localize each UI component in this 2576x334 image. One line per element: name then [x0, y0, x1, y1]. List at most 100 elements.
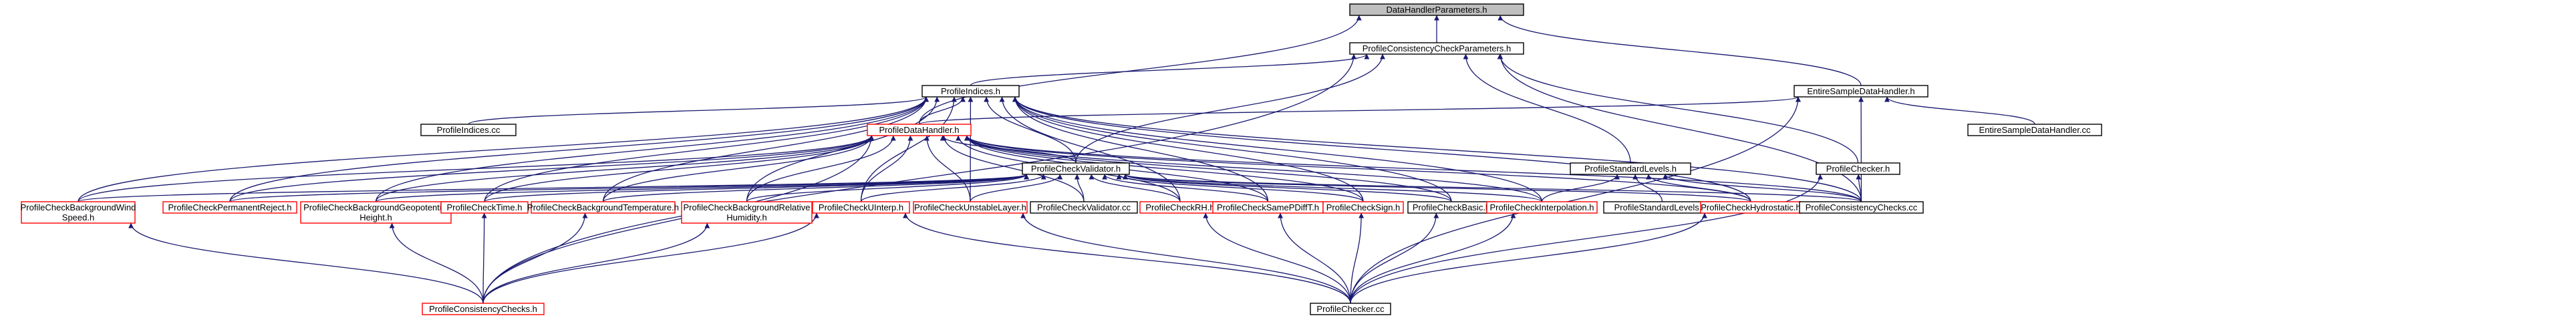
file-node-label: EntireSampleDataHandler.cc [1979, 125, 2091, 135]
edge-interp-to-pi [1012, 96, 1543, 202]
edge-psl-to-pccp [1463, 53, 1631, 164]
edge-bgrh-to-pcv [746, 174, 1029, 202]
file-node-label: ProfileCheckBasic.h [1413, 202, 1490, 212]
file-node-sign[interactable]: ProfileCheckSign.h [1322, 201, 1404, 214]
file-node-bgt[interactable]: ProfileCheckBackgroundTemperature.h [527, 201, 679, 214]
file-node-label: ProfileDataHandler.h [879, 125, 960, 135]
file-node-label: ProfileCheckUInterp.h [819, 202, 903, 212]
edge-pdh-to-esdh [918, 96, 1801, 125]
edge-bgws-to-pdh [78, 135, 874, 202]
edge-uint-to-pcv [860, 174, 1046, 202]
file-node-label: ProfileCheckBackgroundWind [21, 202, 136, 212]
edge-sign-to-pcv [1116, 174, 1364, 202]
file-node-box [1570, 162, 1691, 175]
edge-time-to-pcv [484, 174, 1029, 202]
file-node-label: ProfileStandardLevels.cc [1614, 202, 1711, 212]
file-node-box [1486, 201, 1598, 214]
file-node-box [531, 201, 676, 214]
file-node-box [1322, 201, 1404, 214]
edge-pcch-to-time [481, 212, 487, 304]
edge-pcv-to-pccp [1075, 53, 1385, 164]
edge-rh-to-pi [999, 96, 1181, 202]
edge-pcccc-to-pdh [964, 135, 1862, 202]
edge-pchcc-to-unst [1020, 212, 1351, 304]
edge-bgws-to-pi [78, 96, 929, 202]
edge-picc-to-pi [468, 96, 929, 125]
file-node-label: ProfileCheckTime.h [447, 202, 523, 212]
file-node-label: ProfileCheckValidator.cc [1037, 202, 1131, 212]
edge-perm-to-pcv [229, 174, 1029, 202]
file-node-label: ProfileCheckBackgroundTemperature.h [527, 202, 679, 212]
file-node-pi[interactable]: ProfileIndices.h [921, 85, 1020, 98]
file-node-pcvcc[interactable]: ProfileCheckValidator.cc [1030, 201, 1138, 214]
edge-sign-to-pdh [964, 135, 1364, 202]
edge-bggh-to-pi [375, 96, 929, 202]
edge-esdhc-to-esdh [1884, 96, 2035, 125]
file-nodes: DataHandlerParameters.hProfileConsistenc… [21, 3, 2102, 315]
file-node-pcv[interactable]: ProfileCheckValidator.h [1022, 162, 1130, 175]
file-node-pccp[interactable]: ProfileConsistencyCheckParameters.h [1349, 42, 1524, 55]
file-node-label: ProfileConsistencyChecks.h [429, 304, 537, 314]
file-node-box [1349, 42, 1524, 55]
file-node-picc[interactable]: ProfileIndices.cc [420, 124, 517, 136]
file-node-esdhc[interactable]: EntireSampleDataHandler.cc [1967, 124, 2102, 136]
edge-bggh-to-pcv [375, 174, 1029, 202]
file-node-label: ProfileChecker.h [1826, 164, 1890, 174]
file-node-esdh[interactable]: EntireSampleDataHandler.h [1794, 85, 1928, 98]
file-node-box [1022, 162, 1130, 175]
file-node-label: ProfileConsistencyCheckParameters.h [1363, 43, 1512, 53]
file-node-basic[interactable]: ProfileCheckBasic.h [1407, 201, 1495, 214]
edge-pchcc-to-interp [1350, 212, 1516, 304]
edge-pcvcc-to-pcv [1074, 174, 1085, 202]
edge-pcvcc-to-pdh [941, 135, 1085, 202]
file-node-rh[interactable]: ProfileCheckRH.h [1139, 201, 1221, 214]
file-node-psl[interactable]: ProfileStandardLevels.h [1570, 162, 1691, 175]
edge-perm-to-pdh [229, 135, 874, 202]
file-node-box [1967, 124, 2102, 136]
edge-perm-to-pi [229, 96, 929, 202]
file-node-label: ProfileCheckSign.h [1326, 202, 1401, 212]
file-node-bggh[interactable]: ProfileCheckBackgroundGeopotentialHeight… [300, 201, 452, 224]
edge-interp-to-pcv [1123, 174, 1543, 202]
edge-sign-to-pi [1012, 96, 1364, 202]
file-node-pdh[interactable]: ProfileDataHandler.h [867, 124, 972, 136]
file-node-uint[interactable]: ProfileCheckUInterp.h [812, 201, 910, 214]
file-node-pcccc[interactable]: ProfileConsistencyChecks.cc [1799, 201, 1924, 214]
file-node-pchcc[interactable]: ProfileChecker.cc [1310, 303, 1391, 315]
edge-basic-to-pi [1012, 96, 1452, 202]
file-node-box [867, 124, 972, 136]
edge-esdh-to-dhp [1497, 15, 1862, 86]
file-node-unst[interactable]: ProfileCheckUnstableLayer.h [913, 201, 1028, 214]
file-node-box [1799, 201, 1924, 214]
file-node-box [1349, 3, 1524, 16]
file-node-box [812, 201, 910, 214]
file-node-spdft[interactable]: ProfileCheckSamePDiffT.h [1212, 201, 1324, 214]
edge-pchcc-to-basic [1350, 212, 1439, 304]
file-node-interp[interactable]: ProfileCheckInterpolation.h [1486, 201, 1598, 214]
file-node-box [422, 303, 545, 315]
edge-basic-to-pdh [964, 135, 1452, 202]
file-node-time[interactable]: ProfileCheckTime.h [440, 201, 529, 214]
edge-interp-to-psl [1541, 174, 1620, 202]
file-node-perm[interactable]: ProfileCheckPermanentReject.h [162, 201, 297, 214]
edge-bgrh-to-pi [746, 96, 940, 202]
file-node-hydro[interactable]: ProfileCheckHydrostatic.h [1700, 201, 1802, 214]
file-node-pcch[interactable]: ProfileConsistencyChecks.h [422, 303, 545, 315]
file-node-label: ProfileChecker.cc [1316, 304, 1385, 314]
edge-unst-to-pdh [923, 135, 971, 202]
edge-pcch-to-bggh [389, 222, 484, 304]
file-node-label: ProfileCheckBackgroundGeopotential [303, 202, 448, 212]
edge-spdft-to-pcv [1102, 174, 1269, 202]
file-node-box [1816, 162, 1900, 175]
file-node-label: ProfileIndices.cc [437, 125, 500, 135]
edge-basic-to-pcv [1123, 174, 1452, 202]
file-node-pch[interactable]: ProfileChecker.h [1816, 162, 1900, 175]
file-node-box [1030, 201, 1138, 214]
file-node-label: ProfileCheckRH.h [1145, 202, 1214, 212]
file-node-label: EntireSampleDataHandler.h [1807, 86, 1914, 96]
edge-bgt-to-pcv [602, 174, 1029, 202]
file-node-dhp[interactable]: DataHandlerParameters.h [1349, 3, 1524, 16]
file-node-box [21, 201, 136, 224]
